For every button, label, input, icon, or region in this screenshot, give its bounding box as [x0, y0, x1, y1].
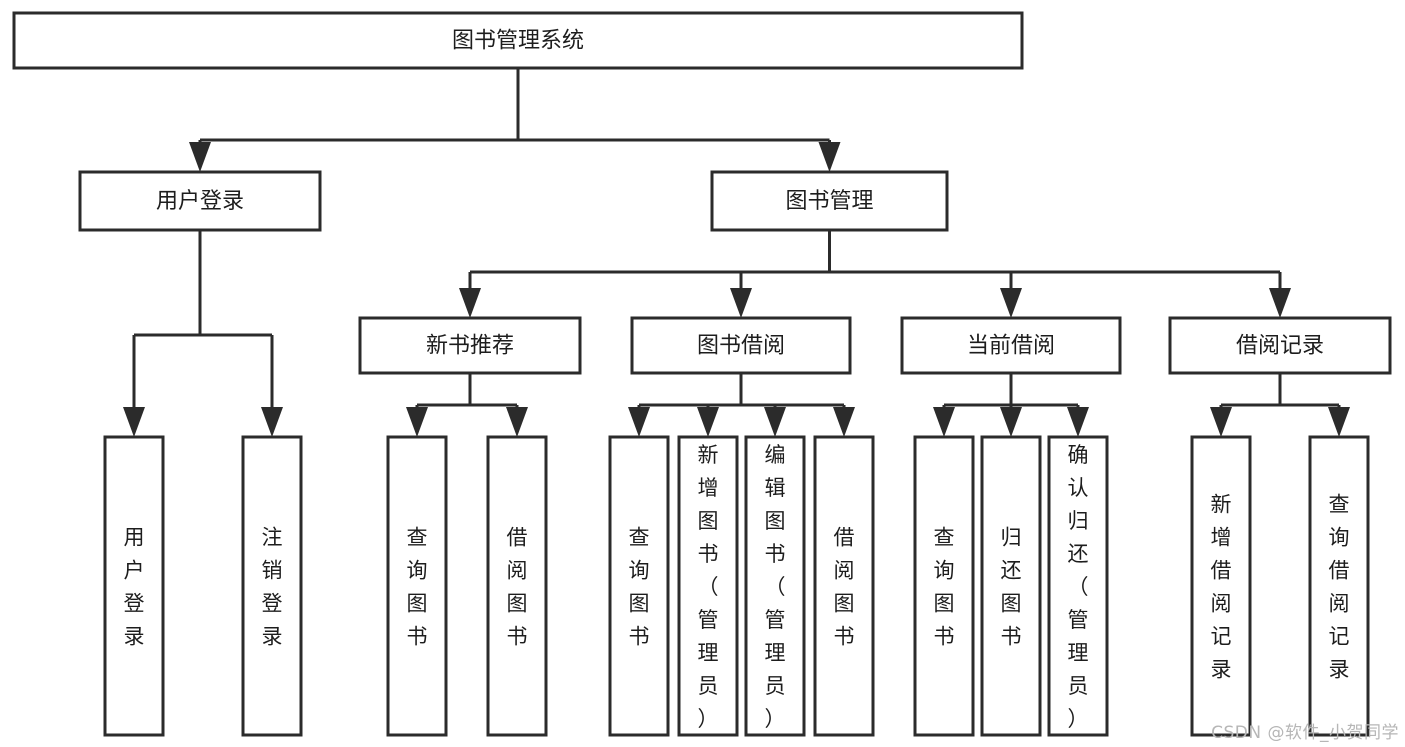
node-box [813, 435, 875, 737]
node-borrow-record[interactable]: 借阅记录 [1168, 316, 1392, 375]
node-book-borrow[interactable]: 图书借阅 [630, 316, 852, 375]
edge-group-user-login [123, 230, 283, 437]
node-label: 借阅图书 [507, 526, 528, 649]
edge-group-root [189, 68, 841, 172]
arrow-head-icon [628, 407, 650, 437]
node-box [608, 435, 670, 737]
node-label: 借阅记录 [1236, 334, 1324, 359]
arrow-head-icon [818, 142, 841, 172]
node-label: 编辑图书（管理员） [765, 443, 786, 731]
arrow-head-icon [1000, 407, 1022, 437]
arrow-head-icon [459, 288, 481, 318]
node-leaf-borrow-book-1[interactable]: 借阅图书 [486, 435, 548, 737]
arrow-head-icon [1210, 407, 1232, 437]
node-label: 新书推荐 [426, 334, 514, 359]
node-box [1047, 435, 1109, 737]
arrow-head-icon [1269, 288, 1291, 318]
node-box [677, 435, 739, 737]
arrow-head-icon [833, 407, 855, 437]
node-box [386, 435, 448, 737]
node-label: 图书管理系统 [452, 29, 584, 54]
node-label: 图书借阅 [697, 334, 785, 359]
node-leaf-edit-book[interactable]: 编辑图书（管理员） [744, 435, 806, 737]
node-label: 用户登录 [124, 526, 145, 649]
node-leaf-return-book[interactable]: 归还图书 [980, 435, 1042, 737]
node-box [630, 316, 852, 375]
node-label: 查询借阅记录 [1329, 493, 1350, 682]
edges-layer [123, 68, 1350, 437]
arrow-head-icon [1000, 288, 1022, 318]
node-user-login[interactable]: 用户登录 [78, 170, 322, 232]
arrow-head-icon [1328, 407, 1350, 437]
node-box [241, 435, 303, 737]
node-label: 用户登录 [156, 189, 244, 214]
node-box [103, 435, 165, 737]
node-leaf-logout[interactable]: 注销登录 [241, 435, 303, 737]
arrow-head-icon [189, 142, 211, 172]
arrow-head-icon [1067, 407, 1089, 437]
edge-group-new-book-rec [406, 373, 528, 437]
arrow-head-icon [261, 407, 283, 437]
node-box [486, 435, 548, 737]
node-box [1190, 435, 1252, 737]
node-box [358, 316, 582, 375]
node-box [1168, 316, 1392, 375]
node-leaf-query-book-3[interactable]: 查询图书 [913, 435, 975, 737]
node-current-borrow[interactable]: 当前借阅 [900, 316, 1122, 375]
edge-group-current-borrow [933, 373, 1089, 437]
node-leaf-query-book-1[interactable]: 查询图书 [386, 435, 448, 737]
arrow-head-icon [406, 407, 428, 437]
node-box [1308, 435, 1370, 737]
arrow-head-icon [123, 407, 145, 437]
node-box [744, 435, 806, 737]
node-label: 图书管理 [785, 189, 873, 214]
node-leaf-add-record[interactable]: 新增借阅记录 [1190, 435, 1252, 737]
edge-group-book-manage [459, 230, 1291, 318]
node-leaf-add-book[interactable]: 新增图书（管理员） [677, 435, 739, 737]
node-label: 确认归还（管理员） [1068, 443, 1089, 731]
node-leaf-confirm-return[interactable]: 确认归还（管理员） [1047, 435, 1109, 737]
node-new-book-rec[interactable]: 新书推荐 [358, 316, 582, 375]
arrow-head-icon [506, 407, 528, 437]
edge-group-borrow-record [1210, 373, 1350, 437]
node-leaf-query-record[interactable]: 查询借阅记录 [1308, 435, 1370, 737]
node-root[interactable]: 图书管理系统 [12, 11, 1024, 70]
node-box [78, 170, 322, 232]
node-box [900, 316, 1122, 375]
arrow-head-icon [933, 407, 955, 437]
node-label: 新增图书（管理员） [698, 443, 719, 731]
node-leaf-user-login[interactable]: 用户登录 [103, 435, 165, 737]
arrow-head-icon [764, 407, 786, 437]
edge-group-book-borrow [628, 373, 855, 437]
arrow-head-icon [730, 288, 752, 318]
arrow-head-icon [697, 407, 719, 437]
nodes-layer: 图书管理系统用户登录图书管理新书推荐图书借阅当前借阅借阅记录用户登录注销登录查询… [12, 11, 1392, 737]
node-box [913, 435, 975, 737]
node-box [980, 435, 1042, 737]
node-label: 归还图书 [1001, 526, 1022, 649]
node-label: 查询图书 [629, 526, 650, 649]
node-label: 注销登录 [262, 526, 283, 649]
node-box [12, 11, 1024, 70]
node-box [710, 170, 949, 232]
node-leaf-query-book-2[interactable]: 查询图书 [608, 435, 670, 737]
node-label: 新增借阅记录 [1211, 493, 1232, 682]
node-book-manage[interactable]: 图书管理 [710, 170, 949, 232]
node-label: 当前借阅 [967, 334, 1055, 359]
node-label: 借阅图书 [834, 526, 855, 649]
node-label: 查询图书 [934, 526, 955, 649]
node-leaf-borrow-book-2[interactable]: 借阅图书 [813, 435, 875, 737]
node-label: 查询图书 [407, 526, 428, 649]
